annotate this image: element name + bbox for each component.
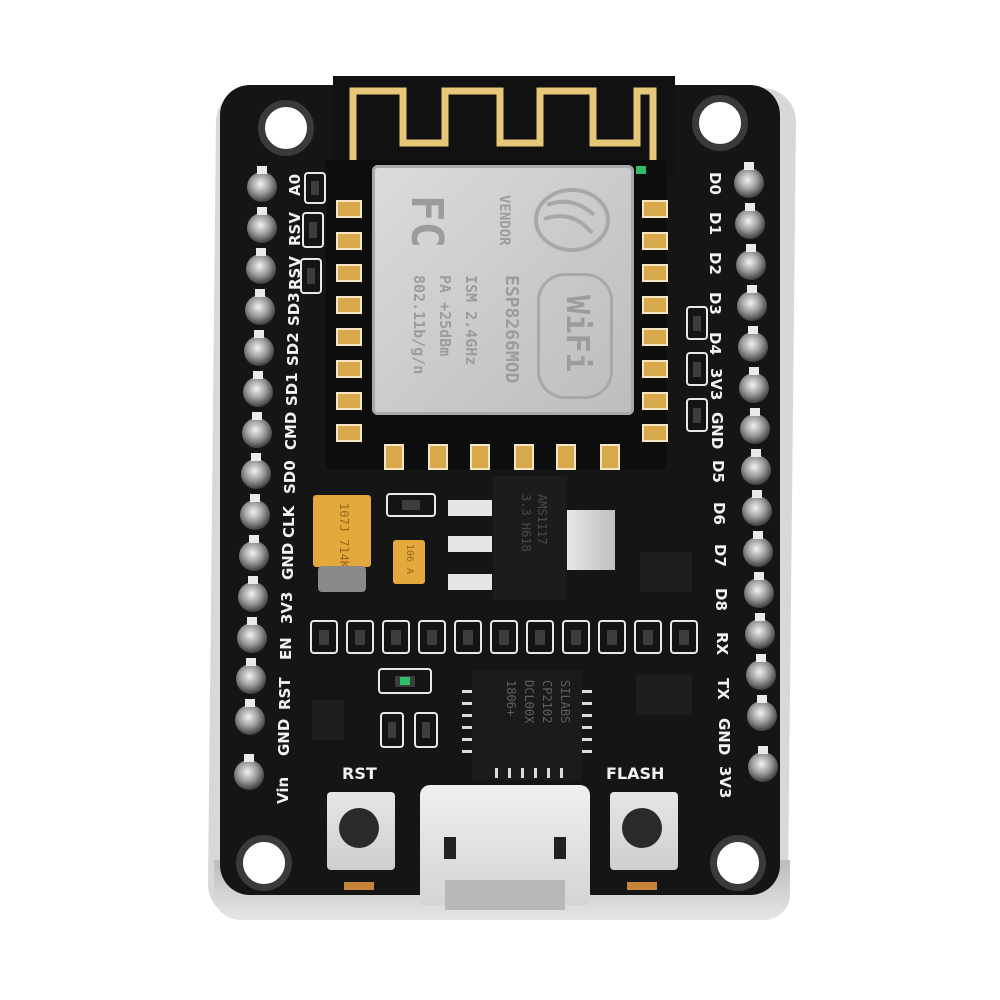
pin-label: CMD [282,411,300,450]
smd-capacitor [380,712,404,748]
espressif-logo-icon [534,188,610,252]
pin-label: GND [279,542,297,580]
pin-label: D4 [706,332,724,355]
smd-resistor [686,306,708,340]
module-model: ESP8266MOD [501,275,522,384]
module-vendor: VENDOR [496,195,512,246]
pin-label: SD1 [283,372,301,406]
pin-label: GND [708,412,726,450]
pin-label: EN [277,637,295,660]
transistor [636,675,692,715]
power-led-icon [400,677,410,685]
wifi-badge-text: WiFi [559,295,597,373]
mounting-hole-top-right [692,95,748,151]
pin-label: D6 [710,502,728,525]
pin-label: 3V3 [716,766,734,799]
smd-capacitor [414,712,438,748]
pin-label: SD0 [281,460,299,494]
mounting-hole-top-left [258,100,314,156]
regulator-leg [448,536,492,552]
pin-label: D1 [706,212,724,235]
regulator-leg [448,574,492,590]
button-cap-icon [339,808,379,848]
pin-label: 3V3 [278,591,296,624]
module-line-2: PA +25dBm [436,275,454,357]
pin-label: RX [713,632,731,656]
pin-label: GND [715,718,733,756]
mounting-hole-bottom-right [710,835,766,891]
regulator-leg [448,500,492,516]
pin-label: SD3 [285,292,303,326]
smd-capacitor [386,493,436,517]
rf-shield-can: WiFi FC VENDOR ESP8266MOD ISM 2.4GHz PA … [372,165,634,415]
smd-resistor [686,352,708,386]
pin-label: CLK [280,505,298,538]
smd-resistor [304,172,326,204]
pin-label: D7 [711,544,729,567]
transistor [312,700,344,740]
fc-logo: FC [401,195,452,248]
wifi-badge [537,273,613,399]
pcb-antenna-icon [349,87,657,163]
flash-button-led [627,882,657,890]
pin-label: SD2 [284,332,302,366]
pin-label: RST [276,677,294,710]
button-cap-icon [622,808,662,848]
mounting-hole-bottom-left [236,835,292,891]
usb-slot-icon [444,837,456,859]
module-line-3: 802.11b/g/n [410,275,428,375]
rst-button-label: RST [342,764,377,783]
regulator-tab [567,510,615,570]
pin-label: D2 [706,252,724,275]
tantalum-capacitor-large: 107J 714K2 [313,495,371,575]
pin-label: Vin [274,776,292,804]
usb-uart-chip: SILABS CP2102 DCL00X 1806+ [472,670,582,780]
usb-slot-icon [554,837,566,859]
transistor [640,552,692,592]
flash-button-label: FLASH [606,764,665,783]
pin-label: D3 [706,292,724,315]
flash-button[interactable] [610,792,678,870]
tantalum-capacitor-small: 106 A [393,540,425,584]
voltage-regulator: AMS1117 3.3 H618 [493,476,567,600]
smd-resistor [686,398,708,432]
pin-label: D0 [706,172,724,195]
capacitor-lead [318,566,366,592]
usb-port-front [445,880,565,910]
rst-button-led [344,882,374,890]
module-line-1: ISM 2.4GHz [462,275,480,366]
status-led-icon [636,166,646,174]
pin-label: 3V3 [707,368,725,401]
pin-label: D8 [712,588,730,611]
pin-label: TX [714,678,732,700]
pin-label: GND [275,718,293,756]
pin-label: A0 [286,173,304,196]
rst-button[interactable] [327,792,395,870]
smd-resistor [302,212,324,248]
pin-label: D5 [709,460,727,483]
smd-resistor [300,258,322,294]
